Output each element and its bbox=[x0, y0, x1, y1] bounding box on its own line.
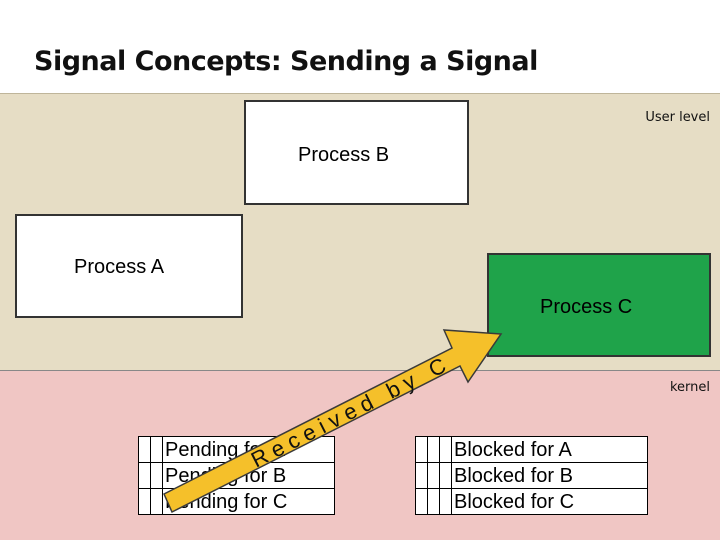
blocked-row-label: Blocked for C bbox=[451, 488, 648, 515]
process-c-label: Process C bbox=[540, 296, 633, 318]
process-a-label: Process A bbox=[74, 256, 165, 278]
blocked-bit-cell bbox=[427, 462, 440, 489]
process-b-box: Process B bbox=[244, 100, 469, 205]
blocked-row-label: Blocked for B bbox=[451, 462, 648, 489]
blocked-bit-cell bbox=[415, 436, 428, 463]
blocked-bit-cell bbox=[427, 488, 440, 515]
blocked-row: Blocked for B bbox=[415, 462, 648, 489]
process-a-box: Process A bbox=[15, 214, 243, 318]
blocked-bits-table: Blocked for A Blocked for B Blocked for … bbox=[415, 436, 648, 515]
pending-bit-cell bbox=[138, 462, 151, 489]
blocked-bit-cell bbox=[439, 462, 452, 489]
blocked-row: Blocked for A bbox=[415, 436, 648, 463]
blocked-row: Blocked for C bbox=[415, 488, 648, 515]
blocked-bit-cell bbox=[415, 488, 428, 515]
blocked-bit-cell bbox=[427, 436, 440, 463]
blocked-row-label: Blocked for A bbox=[451, 436, 648, 463]
process-b-label: Process B bbox=[298, 144, 390, 166]
pending-row-label: Pending for C bbox=[162, 488, 335, 515]
blocked-bit-cell bbox=[415, 462, 428, 489]
user-level-label: User level bbox=[645, 110, 710, 125]
pending-bit-value: 1 bbox=[166, 498, 173, 510]
pending-row-label: Pending for B bbox=[162, 462, 335, 489]
slide-title: Signal Concepts: Sending a Signal bbox=[34, 46, 538, 77]
pending-row: Pending for B bbox=[138, 462, 335, 489]
blocked-bit-cell bbox=[439, 436, 452, 463]
kernel-label: kernel bbox=[669, 380, 710, 395]
pending-row: Pending for A bbox=[138, 436, 335, 463]
pending-bit-cell bbox=[150, 436, 163, 463]
process-c-box: Process C bbox=[487, 253, 711, 357]
pending-bit-cell bbox=[138, 436, 151, 463]
pending-row-label: Pending for A bbox=[162, 436, 335, 463]
pending-bit-cell bbox=[150, 462, 163, 489]
pending-bit-cell bbox=[138, 488, 151, 515]
blocked-bit-cell bbox=[439, 488, 452, 515]
pending-bit-cell bbox=[150, 488, 163, 515]
